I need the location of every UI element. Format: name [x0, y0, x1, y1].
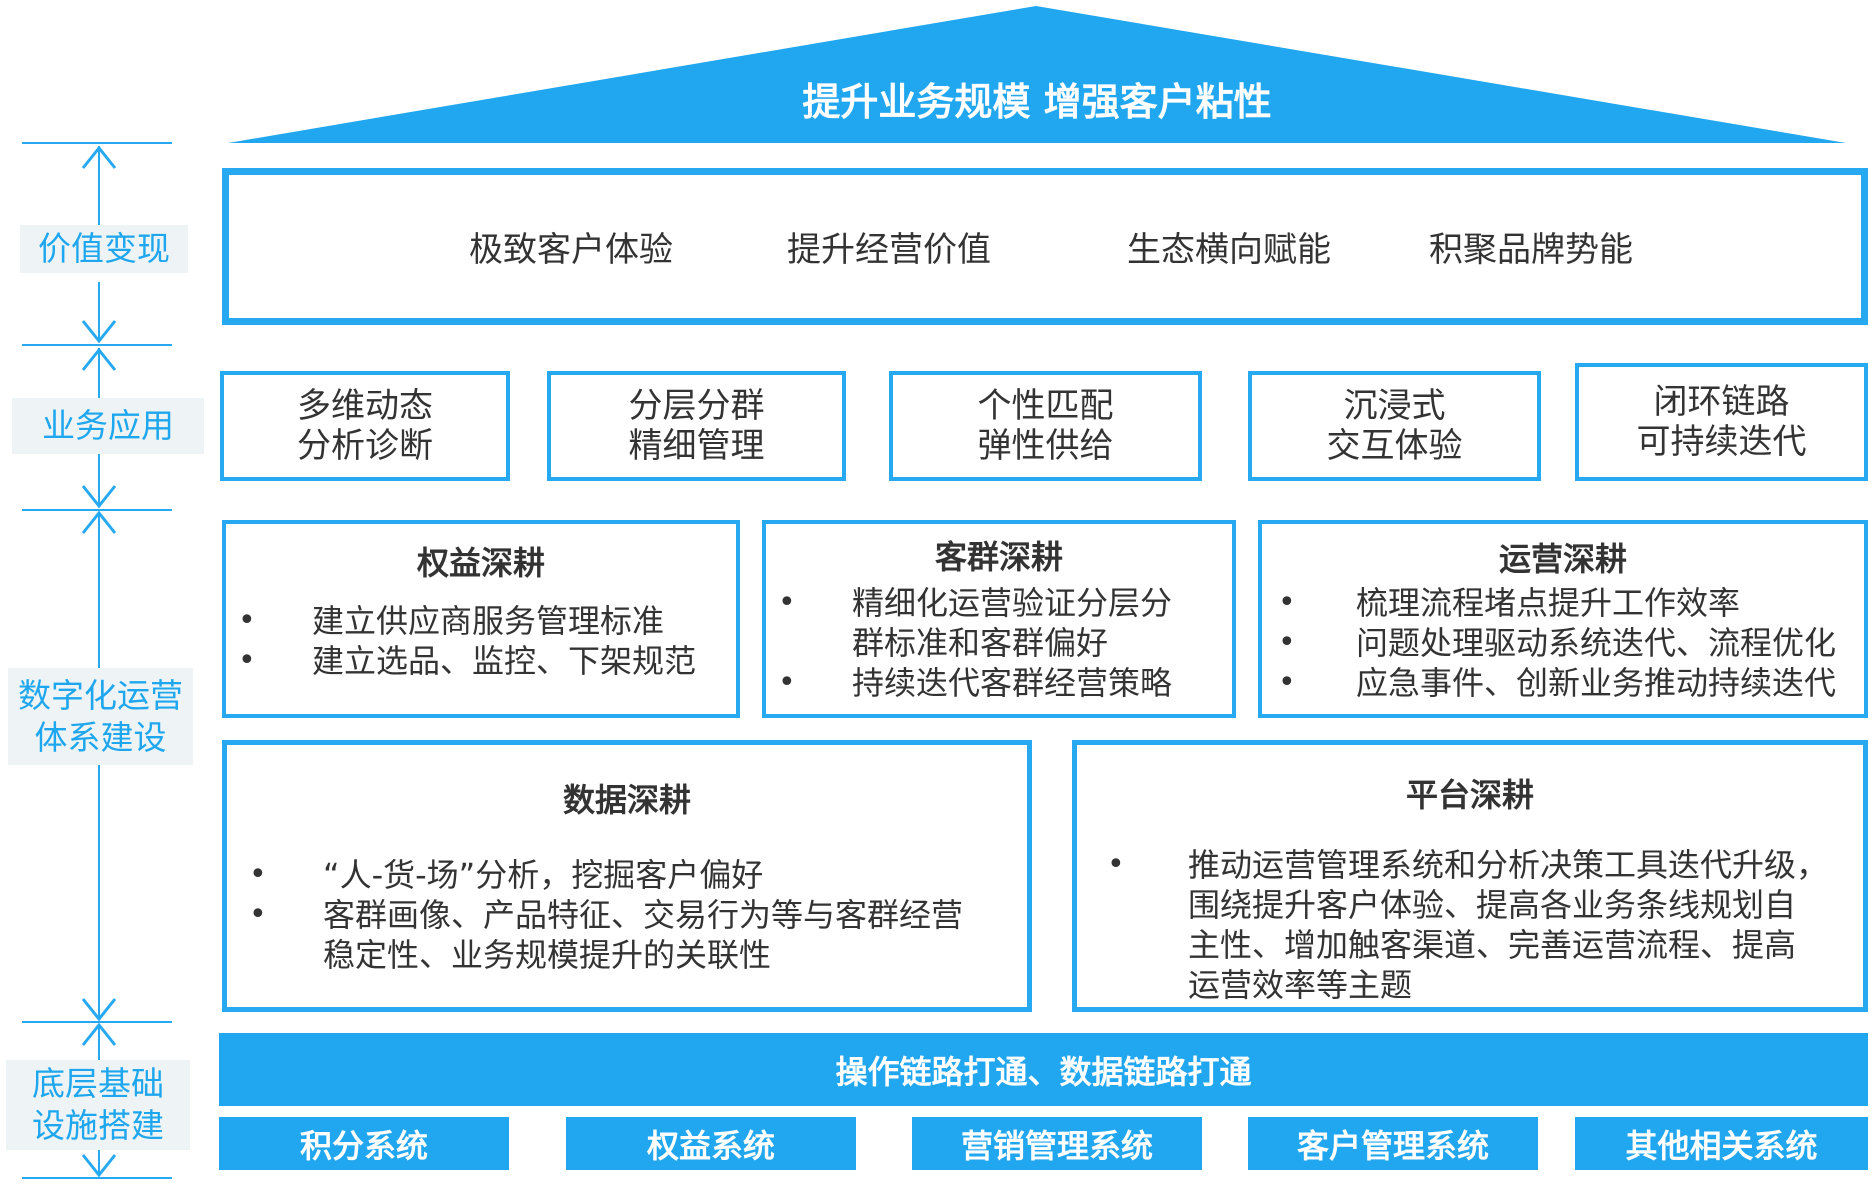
system-block: 其他相关系统 [1575, 1117, 1868, 1170]
app-box: 闭环链路 可持续迭代 [1575, 363, 1868, 481]
bullet-continuation: 稳定性、业务规模提升的关联性 [323, 936, 772, 974]
bullet-item: •问题处理驱动系统迭代、流程优化 [1278, 624, 1837, 662]
value-item: 生态横向赋能 [1127, 230, 1331, 270]
system-block: 营销管理系统 [912, 1117, 1202, 1170]
bullet-item: •“人-货-场”分析，挖掘客户偏好 [249, 856, 764, 894]
app-box: 沉浸式 交互体验 [1248, 371, 1541, 481]
bullet-item: •客群画像、产品特征、交易行为等与客群经营 [249, 896, 964, 934]
system-block: 积分系统 [219, 1117, 509, 1170]
label-base-infra: 底层基础 设施搭建 [6, 1060, 190, 1150]
roof-title: 提升业务规模 增强客户粘性 [802, 80, 1272, 124]
ops-box-customer-group: 客群深耕 •精细化运营验证分层分 群标准和客群偏好 •持续迭代客群经营策略 [762, 520, 1236, 718]
ops-box-data: 数据深耕 •“人-货-场”分析，挖掘客户偏好 •客群画像、产品特征、交易行为等与… [222, 740, 1032, 1012]
label-value-realization: 价值变现 [20, 225, 188, 273]
system-block: 客户管理系统 [1248, 1117, 1538, 1170]
value-item: 提升经营价值 [787, 230, 991, 270]
bullet-item: •精细化运营验证分层分 [778, 584, 1173, 622]
bullet-item: •应急事件、创新业务推动持续迭代 [1278, 664, 1837, 702]
value-item: 积聚品牌势能 [1429, 230, 1633, 270]
app-box: 多维动态 分析诊断 [220, 371, 510, 481]
system-block: 权益系统 [566, 1117, 856, 1170]
ops-box-operation: 运营深耕 •梳理流程堵点提升工作效率 •问题处理驱动系统迭代、流程优化 •应急事… [1258, 520, 1868, 718]
value-item: 极致客户体验 [469, 230, 673, 270]
bullet-continuation: 群标准和客群偏好 [852, 624, 1109, 662]
left-axis [22, 142, 172, 1179]
bullet-item: •推动运营管理系统和分析决策工具迭代升级， [1107, 846, 1829, 884]
bullet-continuation: 运营效率等主题 [1188, 966, 1413, 1004]
bullet-continuation: 围绕提升客户体验、提高各业务条线规划自 [1188, 886, 1797, 924]
box-title: 客群深耕 [934, 538, 1063, 576]
bullet-item: •建立选品、监控、下架规范 [238, 642, 697, 680]
roof-shape [228, 6, 1846, 143]
box-title: 数据深耕 [562, 781, 691, 819]
label-digital-ops: 数字化运营 体系建设 [8, 668, 193, 765]
label-business-application: 业务应用 [12, 398, 204, 454]
bullet-item: •持续迭代客群经营策略 [778, 664, 1173, 702]
app-box: 个性匹配 弹性供给 [889, 371, 1202, 481]
box-title: 权益深耕 [416, 544, 545, 582]
ops-box-platform: 平台深耕 •推动运营管理系统和分析决策工具迭代升级， 围绕提升客户体验、提高各业… [1072, 740, 1868, 1012]
bullet-item: •建立供应商服务管理标准 [238, 602, 665, 640]
app-box: 分层分群 精细管理 [547, 371, 846, 481]
box-title: 平台深耕 [1405, 776, 1534, 814]
value-box: 极致客户体验 提升经营价值 生态横向赋能 积聚品牌势能 [222, 168, 1868, 325]
ops-box-rights: 权益深耕 •建立供应商服务管理标准 •建立选品、监控、下架规范 [222, 520, 740, 718]
box-title: 运营深耕 [1498, 540, 1627, 578]
base-link-bar: 操作链路打通、数据链路打通 [219, 1033, 1868, 1106]
bullet-continuation: 主性、增加触客渠道、完善运营流程、提高 [1188, 926, 1797, 964]
bullet-item: •梳理流程堵点提升工作效率 [1278, 584, 1741, 622]
